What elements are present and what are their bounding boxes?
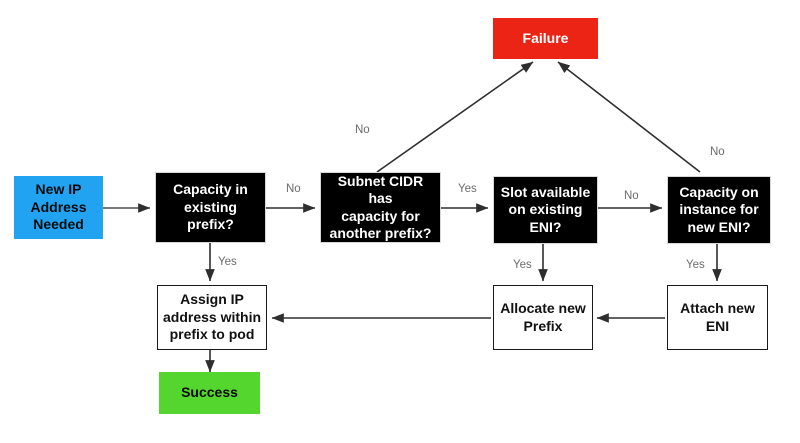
edge-subnet-cidr-to-failure bbox=[376, 61, 534, 173]
edge-label-slot-eni-no: No bbox=[624, 190, 639, 202]
node-success[interactable]: Success bbox=[159, 372, 260, 414]
node-capacity-in-existing-prefix[interactable]: Capacity in existing prefix? bbox=[155, 172, 266, 243]
node-new-ip-address-needed[interactable]: New IP Address Needed bbox=[14, 176, 103, 239]
edge-label-capacity-prefix-yes: Yes bbox=[218, 256, 237, 268]
node-assign-ip-address-within-prefix-to-pod[interactable]: Assign IP address within prefix to pod bbox=[157, 285, 267, 350]
edge-label-capacity-eni-no: No bbox=[710, 146, 725, 158]
node-slot-available-on-existing-eni[interactable]: Slot available on existing ENI? bbox=[493, 176, 598, 244]
node-subnet-cidr-has-capacity[interactable]: Subnet CIDR has capacity for another pre… bbox=[320, 172, 441, 243]
edge-label-subnet-cidr-no: No bbox=[355, 124, 370, 136]
edge-label-capacity-prefix-no: No bbox=[286, 183, 301, 195]
edge-label-subnet-cidr-yes: Yes bbox=[458, 183, 477, 195]
node-allocate-new-prefix[interactable]: Allocate new Prefix bbox=[493, 285, 593, 350]
edge-label-slot-eni-yes: Yes bbox=[513, 259, 532, 271]
node-attach-new-eni[interactable]: Attach new ENI bbox=[667, 285, 768, 350]
edge-capacity-eni-to-failure bbox=[557, 61, 701, 173]
node-failure[interactable]: Failure bbox=[493, 18, 598, 59]
edge-label-capacity-eni-yes: Yes bbox=[686, 259, 705, 271]
node-capacity-on-instance-for-new-eni[interactable]: Capacity on instance for new ENI? bbox=[667, 176, 771, 244]
